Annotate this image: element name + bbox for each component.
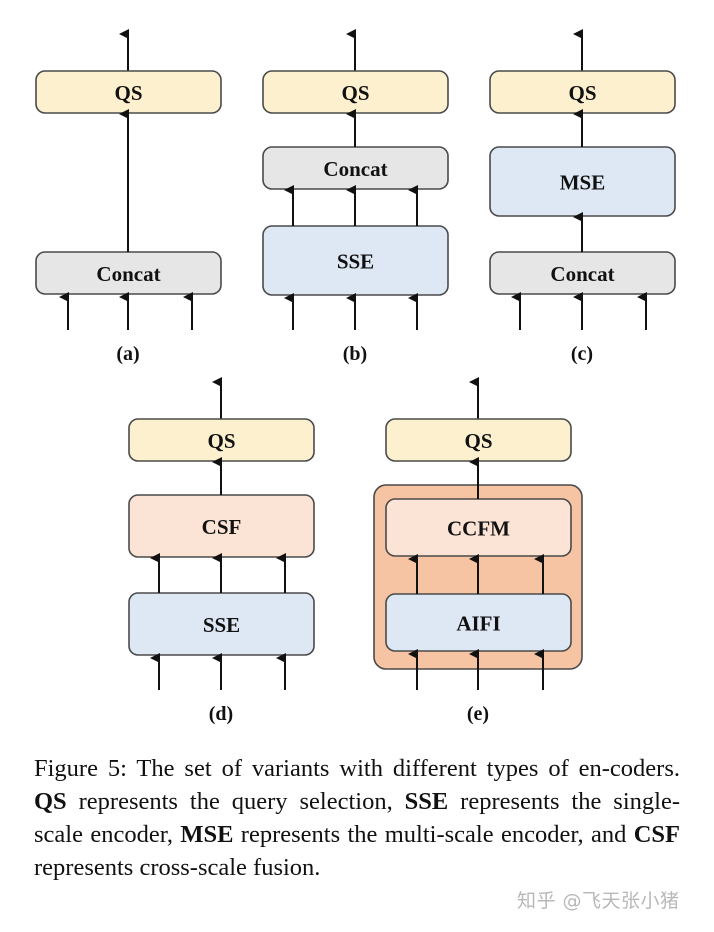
caption-term: MSE: [180, 821, 234, 848]
panel-c: QS MSE Concat (c): [489, 29, 676, 365]
block-ccfm-label: CCFM: [447, 517, 510, 541]
panel-label: (c): [571, 343, 593, 365]
panel-label: (d): [209, 703, 233, 725]
caption-text: represents cross-scale fusion.: [34, 854, 321, 881]
block-qs-label: QS: [341, 81, 369, 105]
block-concat-label: Concat: [550, 262, 614, 286]
block-aifi-label: AIFI: [456, 612, 500, 636]
block-qs-label: QS: [114, 81, 142, 105]
block-concat-label: Concat: [96, 262, 160, 286]
figure-caption: Figure 5: The set of variants with diffe…: [34, 752, 680, 884]
caption-text: Figure 5: The set of variants with diffe…: [34, 755, 680, 782]
caption-text: represents the multi-scale encoder, and: [233, 821, 634, 848]
caption-text: represents the query selection,: [66, 788, 405, 815]
caption-term: QS: [34, 788, 67, 815]
panel-label: (a): [116, 343, 139, 365]
block-qs-label: QS: [207, 429, 235, 453]
block-mse-label: MSE: [560, 171, 606, 195]
panel-d: QS CSF SSE (d): [128, 377, 315, 725]
block-sse-label: SSE: [337, 250, 374, 274]
encoder-variants-diagram: QSConcat(a)QSConcatSSE(b)QSMSEConcat(c)Q…: [35, 29, 676, 725]
block-qs-label: QS: [568, 81, 596, 105]
watermark: 知乎 @飞天张小猪: [517, 890, 680, 912]
caption-term: SSE: [404, 788, 449, 815]
block-csf-label: CSF: [202, 515, 242, 539]
panel-e: QS CCFM AIFI (e): [373, 377, 583, 725]
panel-label: (b): [343, 343, 367, 365]
block-concat-label: Concat: [323, 157, 387, 181]
block-qs-label: QS: [464, 429, 492, 453]
caption-text: represents the single-scale encoder,: [34, 788, 680, 848]
panel-a: QS Concat (a): [35, 29, 222, 365]
block-sse-label: SSE: [203, 613, 240, 637]
caption-term: CSF: [633, 821, 680, 848]
panel-label: (e): [467, 703, 489, 725]
